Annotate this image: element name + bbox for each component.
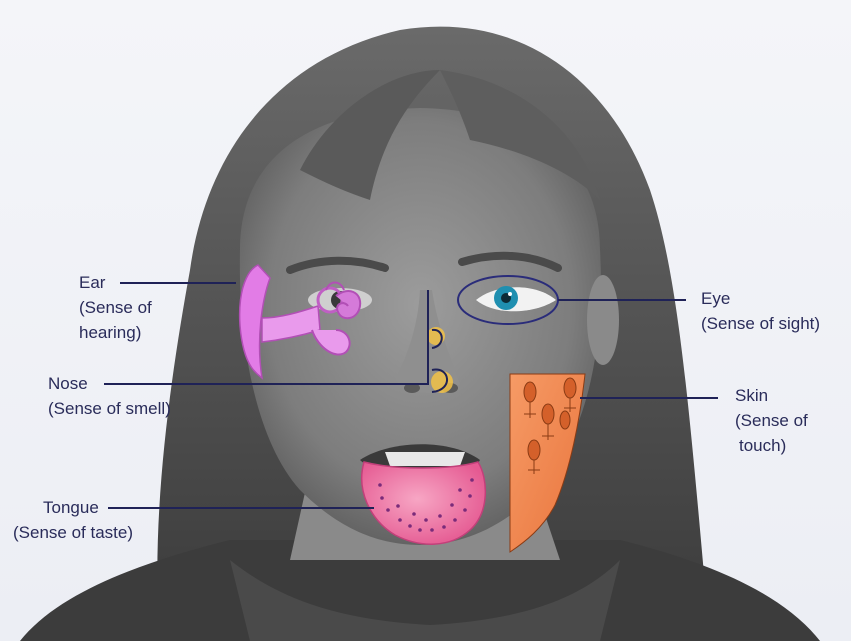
- eye-label-name: Eye: [701, 286, 820, 311]
- skin-label-desc-2: touch): [735, 433, 808, 458]
- ear-label-desc-1: (Sense of: [79, 295, 152, 320]
- tongue-label-desc: (Sense of taste): [13, 520, 133, 545]
- skin-label-desc-1: (Sense of: [735, 408, 808, 433]
- skin-label-name: Skin: [735, 383, 808, 408]
- tongue-label: Tongue (Sense of taste): [13, 495, 133, 545]
- eye-label-desc: (Sense of sight): [701, 311, 820, 336]
- tongue-label-name: Tongue: [13, 495, 133, 520]
- ear-label-desc-2: hearing): [79, 320, 152, 345]
- skin-label: Skin (Sense of touch): [735, 383, 808, 458]
- ear-label: Ear (Sense of hearing): [79, 270, 152, 345]
- nose-label-name: Nose: [48, 371, 171, 396]
- eye-label: Eye (Sense of sight): [701, 286, 820, 336]
- nose-label-desc: (Sense of smell): [48, 396, 171, 421]
- nose-label: Nose (Sense of smell): [48, 371, 171, 421]
- ear-label-name: Ear: [79, 270, 152, 295]
